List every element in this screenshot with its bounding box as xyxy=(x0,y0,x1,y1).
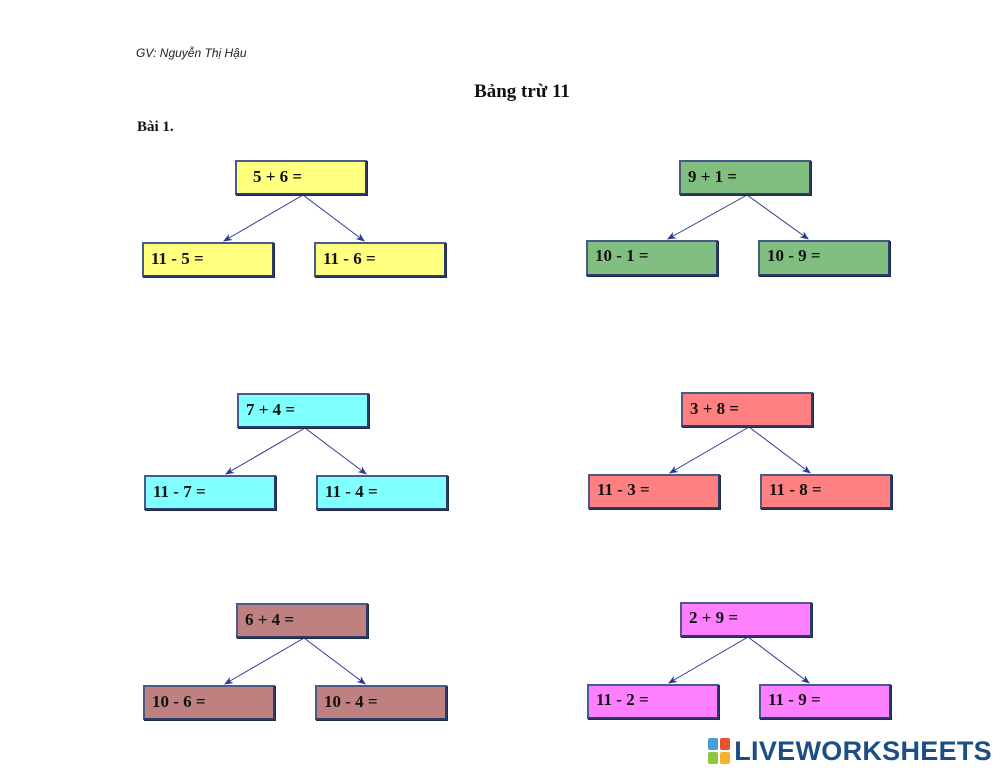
equation-box-left[interactable]: 11 - 7 = xyxy=(144,475,276,510)
liveworksheets-logo-icon xyxy=(708,738,731,764)
arrow-right xyxy=(304,427,367,475)
equation-box-left[interactable]: 10 - 1 = xyxy=(586,240,718,276)
logo-text: LIVEWORKSHEETS xyxy=(734,735,992,766)
equation-box-right[interactable]: 11 - 9 = xyxy=(759,684,891,719)
equation-box-left[interactable]: 11 - 2 = xyxy=(587,684,719,719)
equation-box-top: 9 + 1 = xyxy=(679,160,811,195)
equation-box-right[interactable]: 10 - 4 = xyxy=(315,685,447,720)
equation-box-left[interactable]: 11 - 5 = xyxy=(142,242,274,277)
exercise-label: Bài 1. xyxy=(137,119,174,135)
arrow-right xyxy=(748,426,811,474)
equation-box-left[interactable]: 10 - 6 = xyxy=(143,685,275,720)
arrow-left xyxy=(669,426,750,474)
arrow-left xyxy=(667,194,748,240)
page-title: Bảng trừ 11 xyxy=(474,81,570,102)
equation-box-top: 2 + 9 = xyxy=(680,602,812,637)
teacher-name: GV: Nguyễn Thị Hậu xyxy=(136,46,247,60)
liveworksheets-logo: LIVEWORKSHEETS xyxy=(708,736,992,766)
equation-box-top: 5 + 6 = xyxy=(235,160,367,195)
arrow-left xyxy=(223,194,304,242)
equation-box-right[interactable]: 11 - 6 = xyxy=(314,242,446,277)
equation-box-left[interactable]: 11 - 3 = xyxy=(588,474,720,509)
arrow-right xyxy=(302,194,365,242)
arrow-right xyxy=(303,637,366,685)
equation-box-right[interactable]: 10 - 9 = xyxy=(758,240,890,276)
equation-box-top: 7 + 4 = xyxy=(237,393,369,428)
equation-box-right[interactable]: 11 - 8 = xyxy=(760,474,892,509)
equation-box-top: 3 + 8 = xyxy=(681,392,813,427)
arrow-right xyxy=(747,636,810,684)
equation-box-top: 6 + 4 = xyxy=(236,603,368,638)
equation-box-right[interactable]: 11 - 4 = xyxy=(316,475,448,510)
arrow-left xyxy=(224,637,305,685)
arrow-left xyxy=(668,636,749,684)
arrow-right xyxy=(746,194,809,240)
arrow-left xyxy=(225,427,306,475)
